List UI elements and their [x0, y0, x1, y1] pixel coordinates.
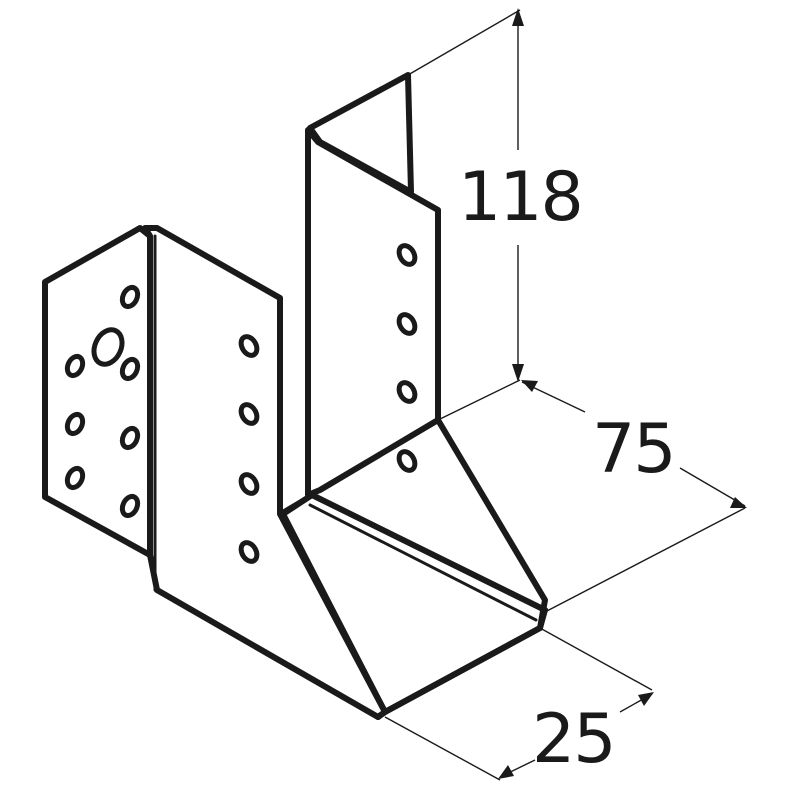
nail-hole — [119, 284, 141, 310]
nail-hole — [119, 493, 141, 519]
nail-hole — [396, 380, 418, 404]
ext-line-118-top — [407, 9, 521, 76]
seat-fold-line — [308, 503, 538, 622]
nail-hole — [64, 465, 86, 491]
nail-hole — [396, 243, 418, 267]
ext-line-25-left — [384, 716, 501, 781]
nail-hole — [238, 472, 260, 496]
ext-line-25-right — [539, 627, 653, 691]
arrow-118-top — [512, 8, 524, 26]
nail-hole — [396, 312, 418, 336]
back-side-wall — [305, 127, 441, 498]
nail-hole — [119, 425, 141, 451]
left-flange-holes — [64, 284, 141, 519]
dimension-label-25: 25 — [532, 700, 615, 779]
dimension-arrows — [498, 8, 747, 779]
back-wall-holes — [396, 243, 418, 473]
nail-hole — [396, 449, 418, 473]
arrow-118-bottom — [512, 364, 524, 382]
dimension-label-118: 118 — [458, 158, 582, 237]
nail-hole — [238, 540, 260, 564]
arrow-25-left — [498, 765, 514, 779]
nail-hole — [64, 411, 86, 437]
nail-hole — [119, 356, 141, 382]
nail-hole — [64, 353, 86, 379]
arrow-25-right — [638, 692, 654, 706]
bolt-hole — [91, 327, 125, 367]
nail-hole — [238, 402, 260, 426]
ext-line-118-bottom — [437, 379, 521, 421]
dimension-label-75: 75 — [592, 410, 675, 489]
nail-hole — [238, 334, 260, 358]
bottom-front-edge — [375, 625, 543, 720]
side-wall-holes — [238, 334, 260, 564]
arrow-75-bottom — [730, 497, 747, 508]
front-slope-edge — [277, 492, 315, 517]
right-slope-edge — [435, 417, 548, 631]
ext-line-75 — [544, 507, 746, 613]
arrow-75-top — [521, 380, 538, 392]
